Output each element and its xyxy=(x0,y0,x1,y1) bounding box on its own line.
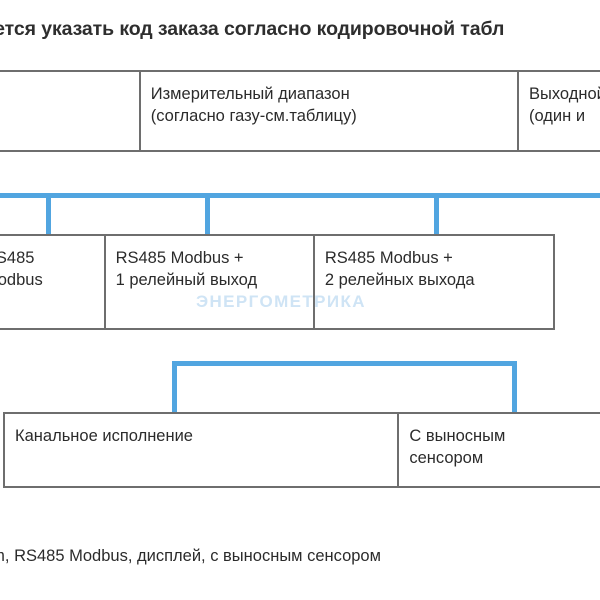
spec-table-row-top: см.таблицу) Измерительный диапазон (согл… xyxy=(0,70,600,152)
connector-bracket-bar xyxy=(172,361,517,366)
interface-option-modbus: RS485 Modbus xyxy=(0,236,106,328)
connector-drop-2 xyxy=(205,193,210,235)
connector-drop-3 xyxy=(434,193,439,235)
page-title: буется указать код заказа согласно кодир… xyxy=(0,18,505,40)
spec-cell-table-ref: см.таблицу) xyxy=(0,72,141,150)
execution-variant-remote-sensor: С выносным сенсором xyxy=(409,427,506,467)
connector-bracket-drop-right xyxy=(512,361,517,414)
interface-options-row: RS485 Modbus RS485 Modbus + 1 релейный в… xyxy=(0,234,555,330)
execution-variants-row: Канальное исполнение С выносным сенсором xyxy=(3,412,600,488)
watermark-energometrika: ЭНЕРГОМЕТРИКА xyxy=(196,292,366,311)
execution-variant-duct: Канальное исполнение xyxy=(5,414,400,486)
interface-option-modbus-1-relay: RS485 Modbus + 1 релейный выход xyxy=(106,236,315,328)
connector-horizontal-bar xyxy=(0,193,600,198)
connector-drop-1 xyxy=(46,193,51,235)
spec-cell-measuring-range: Измерительный диапазон (согласно газу-см… xyxy=(141,72,519,150)
order-code-example: om, RS485 Modbus, дисплей, с выносным се… xyxy=(0,547,381,565)
spec-cell-output: Выходной (один и xyxy=(528,85,600,125)
connector-bracket-drop-left xyxy=(172,361,177,414)
interface-option-modbus-2-relay: RS485 Modbus + 2 релейных выхода xyxy=(324,249,475,289)
